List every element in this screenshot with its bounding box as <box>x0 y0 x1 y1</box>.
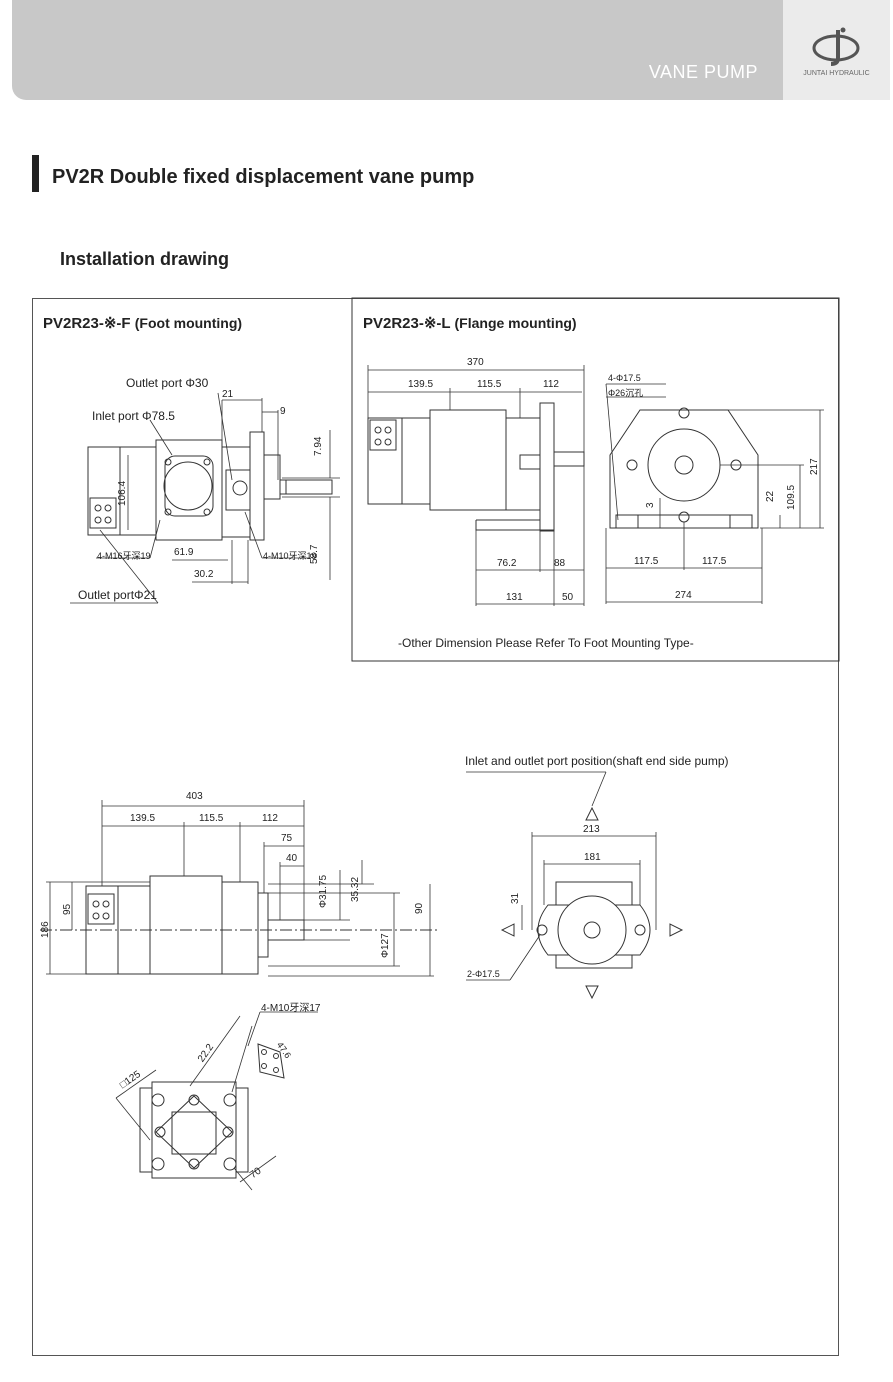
dim-112-flange: 112 <box>543 379 559 390</box>
dim-127: Φ127 <box>380 933 391 958</box>
dim-139-5: 139.5 <box>130 813 156 824</box>
port-position-caption: Inlet and outlet port position(shaft end… <box>465 754 729 768</box>
flange-dimension-lines <box>367 365 824 606</box>
flange-detail-view <box>139 1043 285 1179</box>
dim-115-5-flange: 115.5 <box>477 379 502 390</box>
port-position-view <box>500 806 684 1000</box>
foot-mounting-title: PV2R23-※-F (Foot mounting) <box>43 314 242 332</box>
dim-76-2: 76.2 <box>497 558 517 569</box>
dim-186: 186 <box>40 921 51 938</box>
dim-30-2: 30.2 <box>194 569 214 580</box>
dim-109-5: 109.5 <box>786 484 797 510</box>
tap-m10-label: 4-M10牙深19 <box>263 551 317 561</box>
dim-50: 50 <box>562 592 574 603</box>
dim-3: 3 <box>645 502 656 508</box>
flange-title-model: PV2R23-※-L <box>363 315 455 332</box>
dim-7-94: 7.94 <box>313 436 324 456</box>
dim-75: 75 <box>281 833 293 844</box>
dim-117-5-left: 117.5 <box>634 556 659 567</box>
dim-22: 22 <box>765 490 776 502</box>
section-title: PV2R Double fixed displacement vane pump <box>52 166 475 188</box>
dim-35-32: 35.32 <box>350 876 361 902</box>
subtitle: Installation drawing <box>60 249 230 269</box>
foot-title-type: (Foot mounting) <box>134 315 243 331</box>
dim-61-9: 61.9 <box>174 547 194 558</box>
foot-pump-body <box>87 431 333 541</box>
brand-name: JUNTAI HYDRAULIC <box>803 70 870 77</box>
holes-4-17-5: 4-Φ17.5 <box>608 373 641 383</box>
flange-pump-body <box>367 402 585 532</box>
flange-mounting-title: PV2R23-※-L (Flange mounting) <box>363 314 577 332</box>
header-title: VANE PUMP <box>648 62 758 82</box>
tap-m16-label: 4-M16牙深19 <box>97 551 151 561</box>
foot-title-model: PV2R23-※-F <box>43 315 135 332</box>
side-dimension-lines <box>46 800 434 977</box>
logo-icon <box>812 27 860 66</box>
dim-403: 403 <box>186 791 203 802</box>
dim-90: 90 <box>414 902 425 914</box>
inlet-port-label: Inlet port Φ78.5 <box>92 409 175 423</box>
outlet-port-21-label: Outlet portΦ21 <box>78 588 157 602</box>
counterbore-26: Φ26沉孔 <box>608 388 644 398</box>
dim-9: 9 <box>280 406 286 417</box>
dim-217: 217 <box>809 458 820 475</box>
dim-106-4: 106.4 <box>117 480 128 506</box>
brand-logo: JUNTAI HYDRAULIC <box>783 0 890 100</box>
port-dimension-lines <box>466 771 657 981</box>
dim-370: 370 <box>467 357 484 368</box>
flange-note: -Other Dimension Please Refer To Foot Mo… <box>398 636 694 650</box>
detail-dimension-lines <box>115 1011 318 1191</box>
dim-112: 112 <box>262 813 278 824</box>
dim-95: 95 <box>62 903 73 915</box>
flange-title-type: (Flange mounting) <box>454 315 577 331</box>
foot-dimension-lines <box>70 392 340 604</box>
dim-31-75: Φ31.75 <box>318 874 329 908</box>
dim-21: 21 <box>222 389 234 400</box>
dim-31: 31 <box>510 892 521 904</box>
flange-front-view <box>609 407 759 529</box>
outlet-port-30-label: Outlet port Φ30 <box>126 376 209 390</box>
dim-115-5: 115.5 <box>199 813 224 824</box>
section-marker <box>32 155 39 192</box>
side-pump-body <box>40 875 440 975</box>
dim-88: 88 <box>554 558 566 569</box>
dim-139-5-flange: 139.5 <box>408 379 434 390</box>
holes-2-17-5: 2-Φ17.5 <box>467 969 500 979</box>
dim-117-5-right: 117.5 <box>702 556 727 567</box>
flange-panel-box <box>351 297 840 662</box>
dim-40: 40 <box>286 853 298 864</box>
page-header: VANE PUMP JUNTAI HYDRAULIC <box>12 0 890 100</box>
dim-181: 181 <box>584 852 601 863</box>
tap-m10-17-label: 4-M10牙深17 <box>261 1003 321 1014</box>
dim-213: 213 <box>583 824 600 835</box>
dim-274: 274 <box>675 590 692 601</box>
dim-131: 131 <box>506 592 523 603</box>
